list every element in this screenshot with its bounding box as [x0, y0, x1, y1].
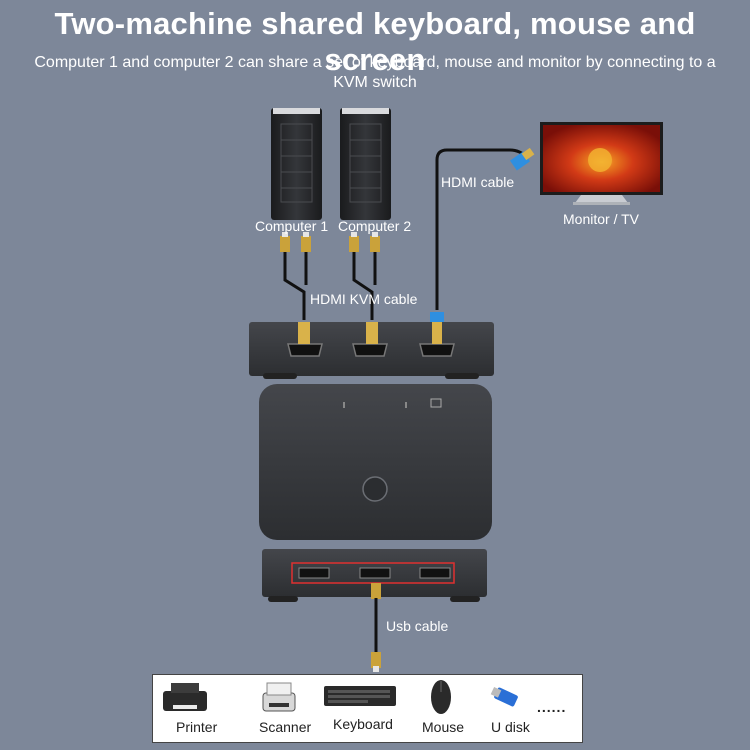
hdmi-kvm-cable-label: HDMI KVM cable — [310, 291, 418, 307]
page-subtitle: Computer 1 and computer 2 can share a se… — [34, 54, 716, 91]
usb-cable — [371, 583, 381, 672]
peripheral-label-scanner: Scanner — [259, 719, 312, 735]
kvm-switch-top — [259, 384, 492, 540]
hdmi-port-icons — [287, 322, 455, 357]
usb-cable-label: Usb cable — [386, 618, 449, 634]
hdmi-kvm-cables — [283, 252, 377, 320]
computer-1-tower — [271, 108, 322, 220]
keyboard-icon — [324, 686, 396, 706]
peripheral-label-u-disk: U disk — [491, 719, 530, 735]
peripheral-more-ellipsis: ...... — [537, 699, 567, 715]
page-title: Two-machine shared keyboard, mouse and s… — [54, 6, 696, 77]
peripheral-label-mouse: Mouse — [422, 719, 465, 735]
scanner-icon — [262, 682, 296, 712]
peripheral-label-keyboard: Keyboard — [333, 716, 393, 732]
printer-icon — [163, 683, 207, 711]
kvm-switch-button[interactable] — [362, 476, 388, 502]
monitor-label: Monitor / TV — [563, 211, 639, 227]
monitor-tv — [540, 122, 663, 205]
mouse-icon — [431, 680, 451, 714]
computer-1-label: Computer 1 — [255, 218, 329, 234]
hdmi-cable-label: HDMI cable — [441, 174, 515, 190]
peripheral-label-printer: Printer — [176, 719, 218, 735]
peripherals-panel: Printer Scanner Keyboard Mouse U disk ..… — [152, 674, 583, 743]
usb-plug-icons — [280, 232, 380, 252]
computer-2-tower — [340, 108, 391, 220]
computer-2-label: Computer 2 — [338, 218, 412, 234]
u-disk-icon — [490, 687, 518, 707]
usb-port-icons — [298, 567, 451, 579]
